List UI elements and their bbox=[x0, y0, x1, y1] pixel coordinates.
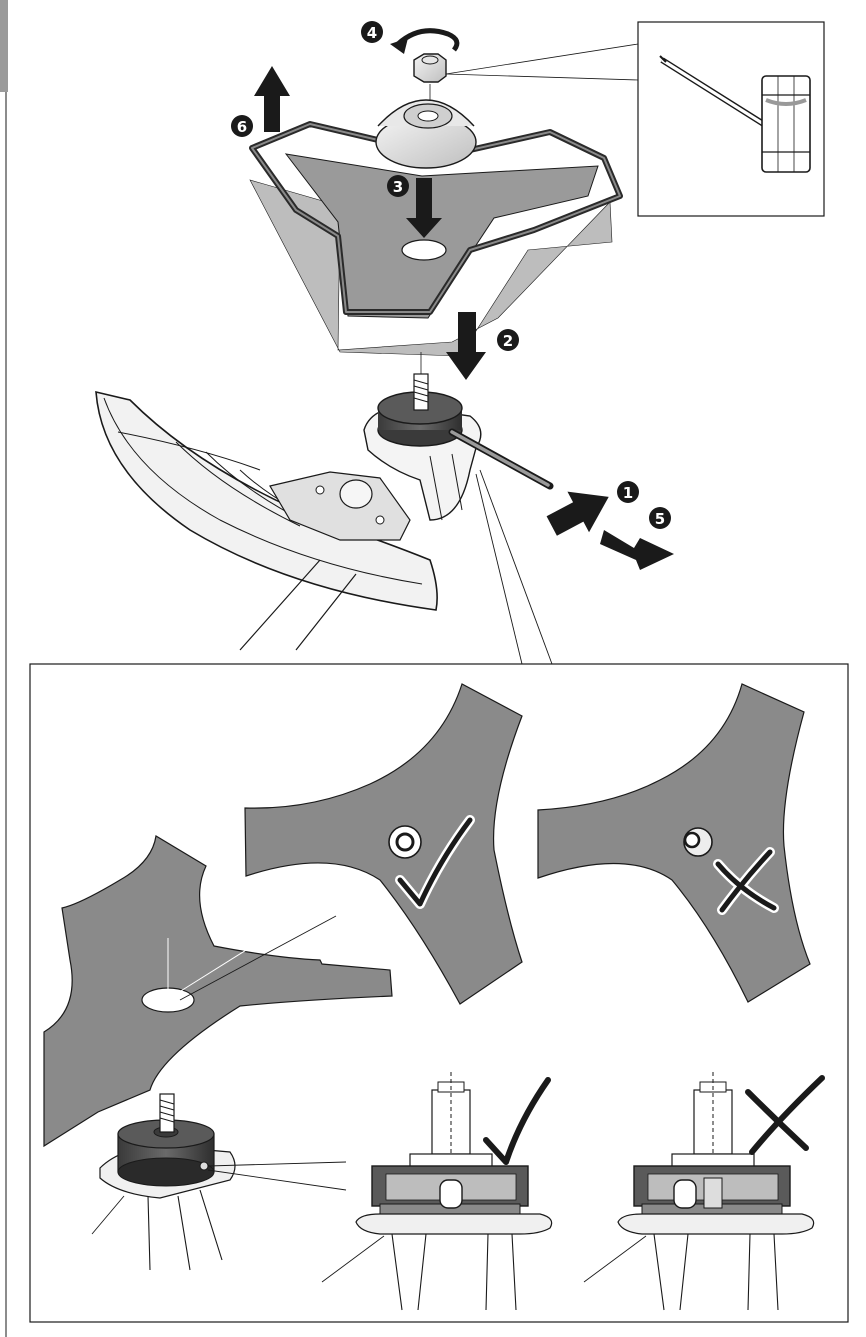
step-2-marker: 2 bbox=[497, 329, 519, 351]
check-mark-icon-2 bbox=[486, 1080, 548, 1162]
blade-correct-view bbox=[245, 684, 522, 1004]
threaded-spindle bbox=[414, 352, 428, 410]
thrust-washer bbox=[376, 100, 476, 168]
step-2-label: 2 bbox=[503, 332, 513, 350]
blade-center-hole bbox=[402, 240, 446, 260]
centering-collar-misaligned bbox=[674, 1180, 696, 1208]
top-assembly: 4 3 bbox=[96, 21, 824, 664]
step-1-label: 1 bbox=[623, 484, 633, 502]
step-4-marker: 4 bbox=[361, 21, 383, 43]
page-margin-rule bbox=[0, 0, 8, 1337]
step-3-label: 3 bbox=[393, 178, 403, 196]
blade-shape-3 bbox=[44, 836, 392, 1146]
step-6-label: 6 bbox=[237, 118, 247, 136]
trimmer-head bbox=[96, 352, 550, 650]
step-4-label: 4 bbox=[367, 24, 377, 42]
spindle-flange-closeup bbox=[92, 1094, 346, 1270]
cross-section-incorrect bbox=[584, 1072, 822, 1310]
blade-lowering-view bbox=[44, 836, 392, 1270]
out-arrow-icon bbox=[600, 530, 674, 570]
cross-mark-icon-2 bbox=[748, 1078, 822, 1152]
step-5-label: 5 bbox=[655, 510, 665, 528]
blade-shape-2 bbox=[538, 684, 810, 1002]
up-arrow-icon bbox=[254, 66, 290, 132]
cross-section-correct bbox=[322, 1072, 552, 1310]
centering-collar bbox=[440, 1180, 462, 1208]
step-6-marker: 6 bbox=[231, 115, 253, 137]
blade-shape bbox=[245, 684, 522, 1004]
step-5-marker: 5 bbox=[649, 507, 671, 529]
blade-incorrect-view bbox=[538, 684, 810, 1002]
step-3-marker: 3 bbox=[387, 175, 409, 197]
step-1-marker: 1 bbox=[617, 481, 639, 503]
circular-arrow-icon bbox=[390, 31, 457, 54]
